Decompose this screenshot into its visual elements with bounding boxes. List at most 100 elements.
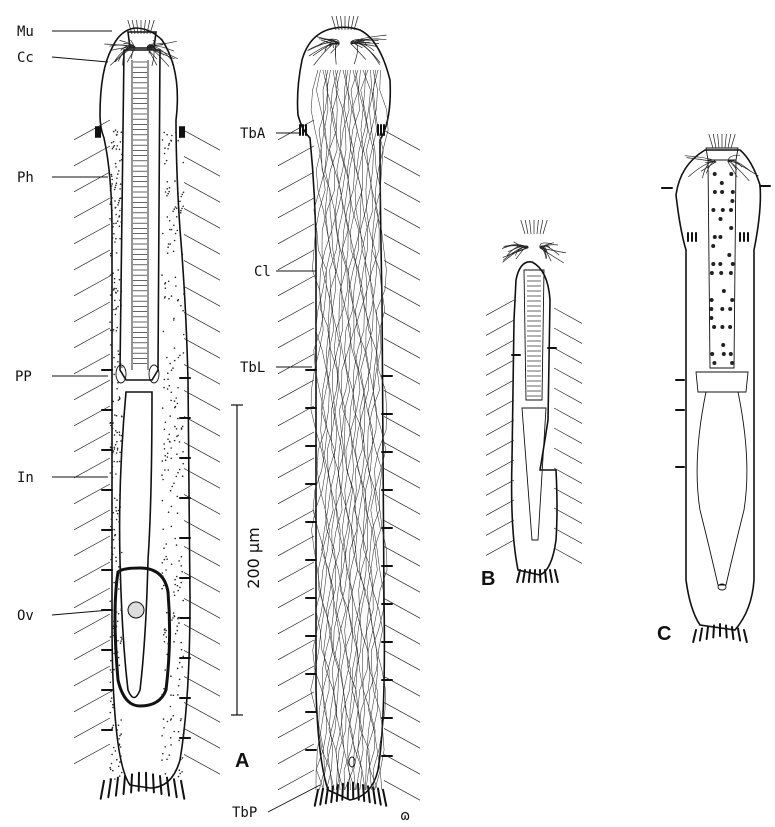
stipple-dot: [111, 518, 113, 520]
stipple-dot: [113, 669, 115, 671]
gland-dot: [722, 289, 726, 293]
stipple-dot: [164, 163, 166, 165]
stipple-dot: [120, 464, 122, 466]
sensory-hair: [384, 182, 420, 202]
sensory-hair: [184, 312, 220, 332]
stipple-dot: [120, 610, 122, 612]
gland-dot: [721, 343, 725, 347]
sensory-hair: [278, 250, 314, 270]
stipple-dot: [121, 638, 123, 640]
sensory-hair: [278, 536, 314, 556]
stipple-dot: [175, 233, 177, 235]
sensory-hair: [184, 416, 220, 436]
stipple-dot: [168, 298, 170, 300]
adhesive-tube: [550, 570, 552, 582]
stipple-dot: [168, 511, 170, 513]
stipple-dot: [168, 243, 170, 245]
stipple-dot: [165, 287, 167, 289]
stipple-dot: [167, 456, 169, 458]
sensory-hair: [384, 364, 420, 384]
stipple-dot: [119, 160, 121, 162]
stipple-dot: [167, 595, 169, 597]
sensory-hair: [278, 692, 314, 712]
leader-lines: [52, 31, 320, 812]
stipple-dot: [163, 688, 165, 690]
stipple-dot: [171, 506, 173, 508]
sensory-hair: [184, 156, 220, 176]
sensory-hair: [278, 510, 314, 530]
stipple-dot: [116, 499, 118, 501]
stipple-dot: [173, 731, 175, 733]
label-in: In: [17, 470, 34, 486]
sensory-hair: [184, 130, 220, 150]
stipple-dot: [164, 283, 166, 285]
cilium: [530, 220, 531, 234]
stipple-dot: [164, 746, 166, 748]
stipple-dot: [166, 612, 168, 614]
stipple-dot: [116, 252, 118, 254]
adhesive-tube: [545, 570, 546, 582]
stipple-dot: [170, 140, 172, 142]
stipple-dot: [113, 233, 115, 235]
stipple-dot: [119, 570, 121, 572]
stipple-dot: [112, 237, 114, 239]
stipple-dot: [118, 354, 120, 356]
stipple-dot: [175, 633, 177, 635]
gland-dot: [730, 199, 734, 203]
stipple-dot: [166, 543, 168, 545]
sensory-hair: [278, 666, 314, 686]
sensory-hair: [74, 666, 110, 686]
stipple-dot: [115, 534, 117, 536]
stipple-dot: [120, 733, 122, 735]
gland-dot: [713, 235, 717, 239]
gland-dot: [713, 172, 717, 176]
stipple-dot: [114, 278, 116, 280]
stipple-dot: [180, 718, 182, 720]
stipple-dot: [120, 582, 122, 584]
sensory-hair: [184, 364, 220, 384]
sensory-hair: [184, 702, 220, 722]
specimen-a-anatomy: [74, 20, 220, 799]
stipple-dot: [179, 679, 181, 681]
stipple-dot: [180, 759, 182, 761]
adhesive-tubes: [96, 127, 190, 799]
sensory-hair: [554, 408, 582, 423]
gland-dot: [729, 226, 733, 230]
stipple-dot: [164, 559, 166, 561]
stipple-dot: [163, 443, 165, 445]
cephalic-cilia-right: [307, 16, 386, 65]
stipple-dot: [115, 292, 117, 294]
gland-dot: [720, 325, 724, 329]
stipple-dot: [161, 759, 163, 761]
sensory-hair: [384, 754, 420, 774]
label-cc: Cc: [17, 50, 34, 66]
intestine: [120, 392, 152, 698]
stipple-dot: [174, 538, 176, 540]
sensory-hair: [184, 338, 220, 358]
gland-dot: [722, 352, 726, 356]
stipple-dot: [114, 498, 116, 500]
stipple-dot: [115, 603, 117, 605]
stipple-dot: [112, 226, 114, 228]
gland-dot: [730, 361, 734, 365]
stipple-dot: [111, 494, 113, 496]
stipple-dot: [164, 297, 166, 299]
stipple-dot: [120, 292, 122, 294]
stipple-dot: [182, 475, 184, 477]
stipple-dot: [113, 529, 115, 531]
stipple-dot: [117, 173, 119, 175]
stipple-dot: [174, 595, 176, 597]
stipple-dot: [176, 453, 178, 455]
stipple-dot: [177, 472, 179, 474]
stipple-dot: [165, 191, 167, 193]
pharyngeal-pore-left: [116, 365, 126, 383]
stipple-dot: [119, 735, 121, 737]
stipple-dot: [163, 634, 165, 636]
stipple-dot: [120, 440, 122, 442]
stipple-dot: [170, 490, 172, 492]
gland-dot: [731, 190, 735, 194]
sensory-hair: [486, 300, 514, 315]
stipple-dot: [179, 773, 181, 775]
stipple-dot: [168, 469, 170, 471]
stipple-dot: [110, 253, 112, 255]
